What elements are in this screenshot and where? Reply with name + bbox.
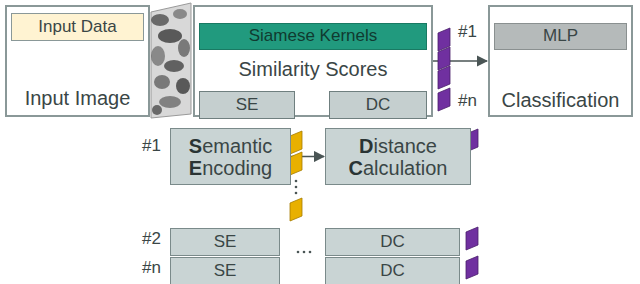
node-label: MLP: [543, 27, 578, 46]
classifier-panel: Classification MLP: [488, 5, 633, 117]
encoding-box: SE: [170, 228, 280, 256]
node-label: Semantic Encoding: [171, 135, 290, 179]
siamese-kernel-bar: Siamese Kernels: [199, 23, 427, 50]
encoding-tile: [290, 131, 302, 154]
node-label: Input Data: [38, 18, 116, 37]
node-label: Siamese Kernels: [249, 27, 378, 46]
encoding-box: SE: [170, 257, 280, 284]
image-frame: [151, 3, 191, 118]
input-data-bar: Input Data: [11, 13, 144, 41]
score-tile: [466, 227, 478, 250]
callout-number: #n: [142, 259, 161, 278]
callout-number: #2: [142, 230, 161, 249]
siamese-panel: Similarity Scores Siamese KernelsSE DC: [193, 5, 433, 117]
distance-box: DC: [325, 228, 460, 256]
distance-box: DC: [325, 257, 460, 284]
callout-number: #1: [142, 137, 161, 156]
node-label: Input Image: [7, 87, 148, 109]
score-tile: [438, 66, 450, 89]
input-image-strip: [151, 3, 191, 118]
score-tile: [466, 256, 478, 279]
node-label: SE: [214, 233, 237, 252]
callout-number: #1: [458, 23, 477, 42]
callout-number: #n: [458, 92, 477, 111]
node-label: SE: [236, 96, 259, 115]
distance-box: Distance Calculation: [325, 128, 471, 185]
score-tile: [438, 88, 450, 111]
encoding-tile: [290, 198, 302, 221]
node-label: Distance Calculation: [326, 135, 470, 179]
ellipsis-dots: [295, 180, 312, 254]
node-label: SE: [214, 262, 237, 281]
distance-box: DC: [329, 91, 427, 119]
node-label: Classification: [490, 89, 631, 111]
encoding-box: Semantic Encoding: [170, 128, 291, 185]
encoding-tile: [290, 152, 302, 175]
node-label: DC: [380, 233, 405, 252]
image-texture: [151, 9, 190, 115]
node-label: DC: [366, 96, 391, 115]
encoding-tiles: [290, 131, 302, 221]
node-label: Similarity Scores: [195, 58, 431, 80]
mlp-bar: MLP: [494, 23, 627, 50]
node-label: DC: [380, 262, 405, 281]
input-panel: Input Image Input Data: [5, 5, 150, 117]
encoding-box: SE: [199, 91, 295, 119]
